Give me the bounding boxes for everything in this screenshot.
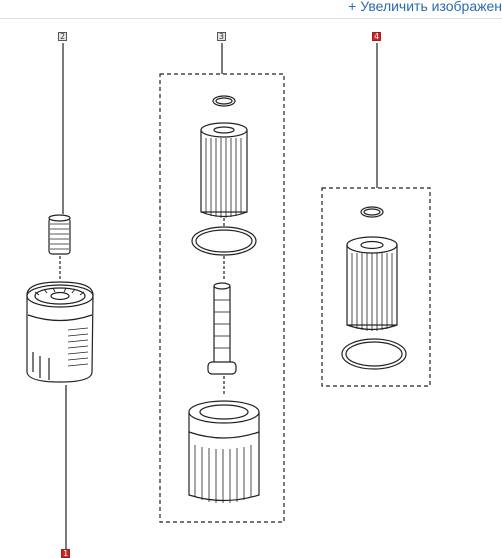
top-toolbar: + Увеличить изображен — [0, 0, 502, 19]
callout-2[interactable]: 2 — [58, 32, 67, 41]
parts-diagram — [26, 43, 431, 549]
filter-kit-part[interactable] — [159, 43, 285, 523]
enlarge-image-link[interactable]: + Увеличить изображен — [348, 0, 502, 14]
filter-element-kit-part[interactable] — [321, 43, 431, 387]
callout-4[interactable]: 4 — [372, 32, 381, 41]
callout-3[interactable]: 3 — [217, 32, 226, 41]
filter-housing-part[interactable] — [26, 43, 94, 549]
callout-1[interactable]: 1 — [61, 549, 70, 558]
